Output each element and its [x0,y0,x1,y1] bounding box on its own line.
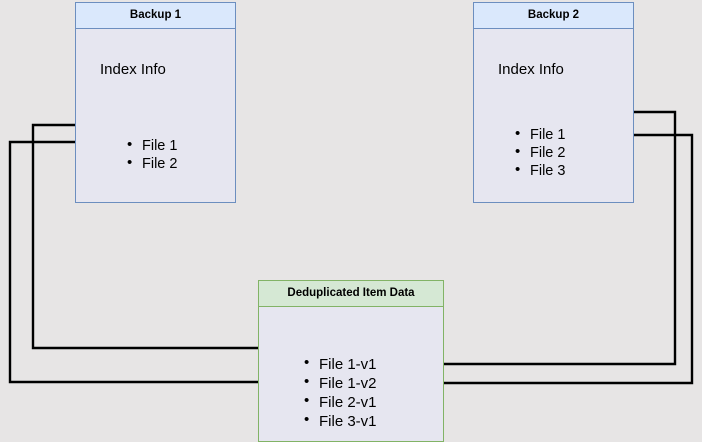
node-deduplicated-item-data[interactable]: Deduplicated Item Data File 1-v1 File 1-… [258,280,444,442]
list-item[interactable]: File 3 [514,161,565,180]
list-item[interactable]: File 2-v1 [303,392,377,412]
backup-2-index-info-label: Index Info [498,61,564,78]
node-backup-1-body: Index Info File 1 File 2 [76,29,235,202]
backup-1-file-list: File 1 File 2 [126,136,177,173]
node-deduplicated-item-data-header: Deduplicated Item Data [259,281,443,307]
dedup-item-list: File 1-v1 File 1-v2 File 2-v1 File 3-v1 [303,354,377,431]
list-item[interactable]: File 1 [126,136,177,155]
list-item[interactable]: File 2 [514,143,565,162]
list-item[interactable]: File 1-v2 [303,373,377,393]
node-backup-2[interactable]: Backup 2 Index Info File 1 File 2 File 3 [473,2,634,203]
list-item[interactable]: File 2 [126,154,177,173]
list-item[interactable]: File 1-v1 [303,354,377,374]
node-backup-2-body: Index Info File 1 File 2 File 3 [474,29,633,202]
node-backup-1-header: Backup 1 [76,3,235,29]
node-backup-1[interactable]: Backup 1 Index Info File 1 File 2 [75,2,236,203]
list-item[interactable]: File 1 [514,125,565,144]
node-deduplicated-item-data-body: File 1-v1 File 1-v2 File 2-v1 File 3-v1 [259,307,443,441]
node-backup-2-header: Backup 2 [474,3,633,29]
backup-2-file-list: File 1 File 2 File 3 [514,125,565,180]
backup-1-index-info-label: Index Info [100,61,166,78]
list-item[interactable]: File 3-v1 [303,411,377,431]
